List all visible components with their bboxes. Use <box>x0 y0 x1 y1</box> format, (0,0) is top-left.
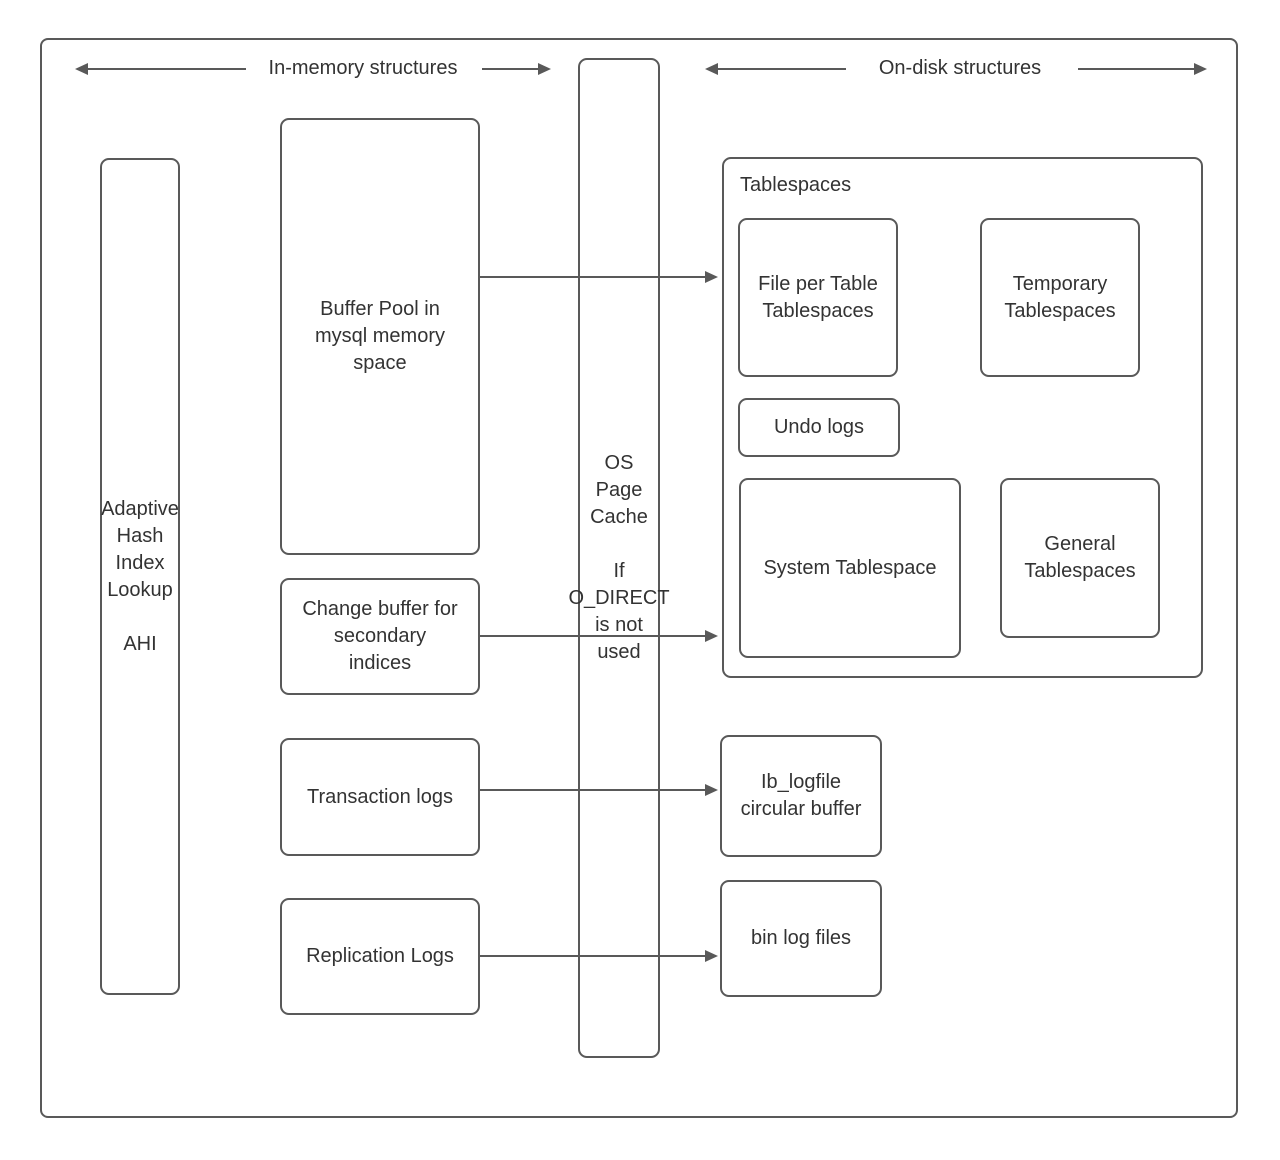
connector-replication-logs-to-bin-log <box>480 950 718 962</box>
connector-transaction-logs-to-ib-logfile <box>480 784 718 796</box>
arrowhead-right-icon <box>705 271 718 283</box>
arrowhead-right-icon <box>705 784 718 796</box>
node-adaptive-hash-index: Adaptive Hash Index Lookup AHI <box>100 158 180 995</box>
node-label: Replication Logs <box>306 945 454 967</box>
node-system-tablespace: System Tablespace <box>739 478 961 658</box>
arrowhead-left-icon <box>75 63 88 75</box>
node-undo-logs: Undo logs <box>738 398 900 457</box>
arrowhead-right-icon <box>705 950 718 962</box>
in-memory-right-arrow <box>482 63 551 75</box>
node-label: Temporary Tablespaces <box>1004 272 1116 322</box>
node-label: Adaptive Hash Index Lookup AHI <box>101 497 179 655</box>
node-buffer-pool: Buffer Pool in mysql memory space <box>280 118 480 555</box>
arrowhead-right-icon <box>538 63 551 75</box>
node-label: bin log files <box>750 927 852 949</box>
node-general-tablespaces: General Tablespaces <box>1000 478 1160 638</box>
node-label: Undo logs <box>773 416 865 438</box>
in-memory-left-arrow <box>75 63 246 75</box>
node-os-page-cache: OS Page Cache If O_DIRECT is not used <box>568 58 670 1058</box>
node-bin-log-files: bin log files <box>720 880 882 997</box>
node-temporary-tablespaces: Temporary Tablespaces <box>980 218 1140 377</box>
node-label: System Tablespace <box>763 556 937 579</box>
connector-buffer-pool-to-tablespaces <box>480 271 718 283</box>
node-label: Buffer Pool in mysql memory space <box>314 298 445 374</box>
group-tablespaces <box>722 157 1203 678</box>
node-file-per-table-tablespaces: File per Table Tablespaces <box>738 218 898 377</box>
node-label: File per Table Tablespaces <box>758 272 878 322</box>
connector-change-buffer-to-tablespaces <box>480 630 718 642</box>
arrowhead-right-icon <box>705 630 718 642</box>
node-label: General Tablespaces <box>1024 533 1136 582</box>
node-transaction-logs: Transaction logs <box>280 738 480 856</box>
arrowhead-right-icon <box>1194 63 1207 75</box>
on-disk-left-arrow <box>705 63 846 75</box>
node-label: OS Page Cache If O_DIRECT is not used <box>568 452 670 663</box>
node-replication-logs: Replication Logs <box>280 898 480 1015</box>
node-change-buffer: Change buffer for secondary indices <box>280 578 480 695</box>
on-disk-right-arrow <box>1078 63 1207 75</box>
tablespaces-title: Tablespaces <box>740 174 852 196</box>
on-disk-structures-label: On-disk structures <box>878 57 1042 79</box>
in-memory-structures-label: In-memory structures <box>268 57 458 79</box>
node-label: Ib_logfile circular buffer <box>740 771 862 820</box>
node-ib-logfile: Ib_logfile circular buffer <box>720 735 882 857</box>
node-label: Transaction logs <box>307 785 453 808</box>
node-label: Change buffer for secondary indices <box>302 598 458 674</box>
arrowhead-left-icon <box>705 63 718 75</box>
